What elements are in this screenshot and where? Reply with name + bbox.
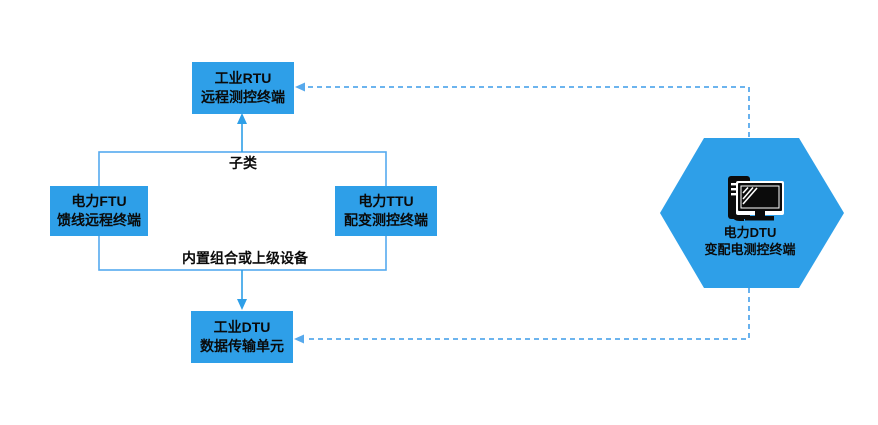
node-subtitle: 数据传输单元 <box>200 338 284 354</box>
dashed-arrowhead-dtu-icon <box>294 334 304 344</box>
computer-terminal-icon <box>728 176 784 221</box>
dashed-link-hex-to-dtu <box>305 288 750 340</box>
node-industrial-rtu: 工业RTU 远程测控终端 <box>192 62 294 114</box>
node-power-ftu: 电力FTU 馈线远程终端 <box>50 186 148 236</box>
node-subtitle: 馈线远程终端 <box>57 212 141 228</box>
node-subtitle: 远程测控终端 <box>201 89 285 105</box>
node-power-ttu: 电力TTU 配变测控终端 <box>335 186 437 236</box>
frame-label-builtin: 内置组合或上级设备 <box>179 250 311 266</box>
node-power-dtu-label: 电力DTU 变配电测控终端 <box>704 224 795 258</box>
node-title: 电力FTU <box>71 193 127 209</box>
node-title: 工业RTU <box>214 70 272 86</box>
node-title: 电力TTU <box>358 193 414 209</box>
node-subtitle: 配变测控终端 <box>344 212 428 228</box>
node-subtitle: 变配电测控终端 <box>704 242 796 257</box>
frame-label-subclass: 子类 <box>226 155 260 171</box>
dashed-arrowhead-rtu-icon <box>295 82 305 92</box>
node-title: 工业DTU <box>213 319 271 335</box>
arrowhead-down-icon <box>237 299 247 310</box>
dashed-link-hex-to-rtu <box>305 86 750 137</box>
node-industrial-dtu: 工业DTU 数据传输单元 <box>191 311 293 363</box>
node-title: 电力DTU <box>723 225 777 240</box>
arrowhead-up-icon <box>237 113 247 124</box>
